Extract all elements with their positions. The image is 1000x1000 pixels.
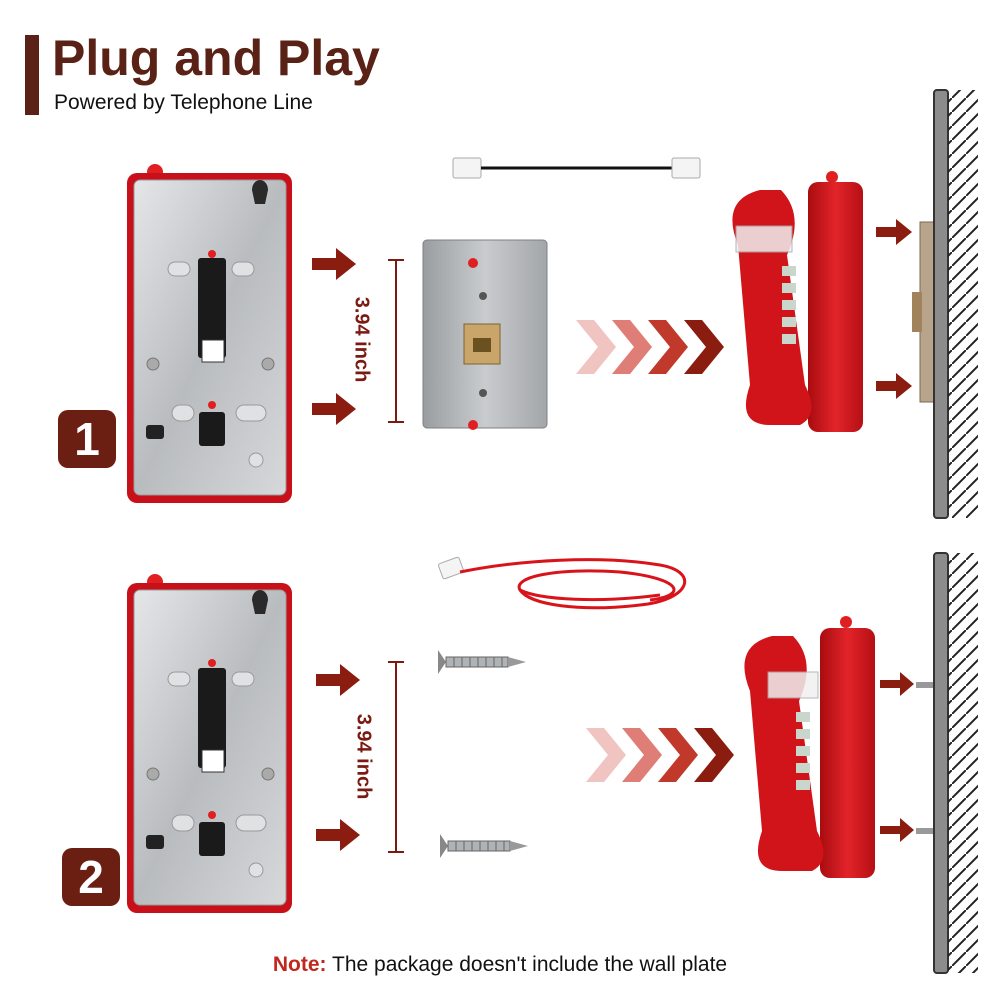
arrow-right-1a xyxy=(312,248,356,280)
arrow-right-wall-2a xyxy=(880,672,914,696)
chevrons-2 xyxy=(586,728,734,782)
red-wall-phone-2 xyxy=(744,616,875,878)
note-label: Note: xyxy=(272,953,327,976)
phone-back-1 xyxy=(127,164,292,503)
arrow-right-2a xyxy=(316,664,360,696)
step-badge-1: 1 xyxy=(58,410,116,468)
dimension-line-1 xyxy=(388,259,404,423)
wall-1 xyxy=(912,89,978,519)
phone-back-2 xyxy=(127,574,292,913)
dimension-label-2: 3.94 inch xyxy=(352,713,375,800)
dimension-label-1: 3.94 inch xyxy=(350,296,373,383)
page-subtitle: Powered by Telephone Line xyxy=(54,91,313,114)
chevrons-1 xyxy=(576,320,724,374)
phone-cord-short xyxy=(452,157,701,179)
arrow-right-wall-2b xyxy=(880,818,914,842)
screw-2 xyxy=(440,834,528,858)
wall-2 xyxy=(933,552,978,974)
screw-1 xyxy=(438,650,526,674)
page-title: Plug and Play xyxy=(52,30,380,86)
arrow-right-wall-1a xyxy=(876,219,912,245)
arrow-right-wall-1b xyxy=(876,373,912,399)
step-badge-2: 2 xyxy=(62,848,120,906)
wall-screw-2a xyxy=(916,682,934,688)
note: Note: The package doesn't include the wa… xyxy=(0,953,1000,977)
wall-screw-2b xyxy=(916,828,934,834)
arrow-right-1b xyxy=(312,393,356,425)
red-wall-phone-1 xyxy=(732,171,863,432)
arrow-right-2b xyxy=(316,819,360,851)
dimension-line-2 xyxy=(388,661,404,853)
wall-plate xyxy=(422,239,548,430)
phone-cord-coiled xyxy=(437,556,686,610)
note-text: The package doesn't include the wall pla… xyxy=(326,953,728,976)
title-accent-bar xyxy=(25,35,39,115)
